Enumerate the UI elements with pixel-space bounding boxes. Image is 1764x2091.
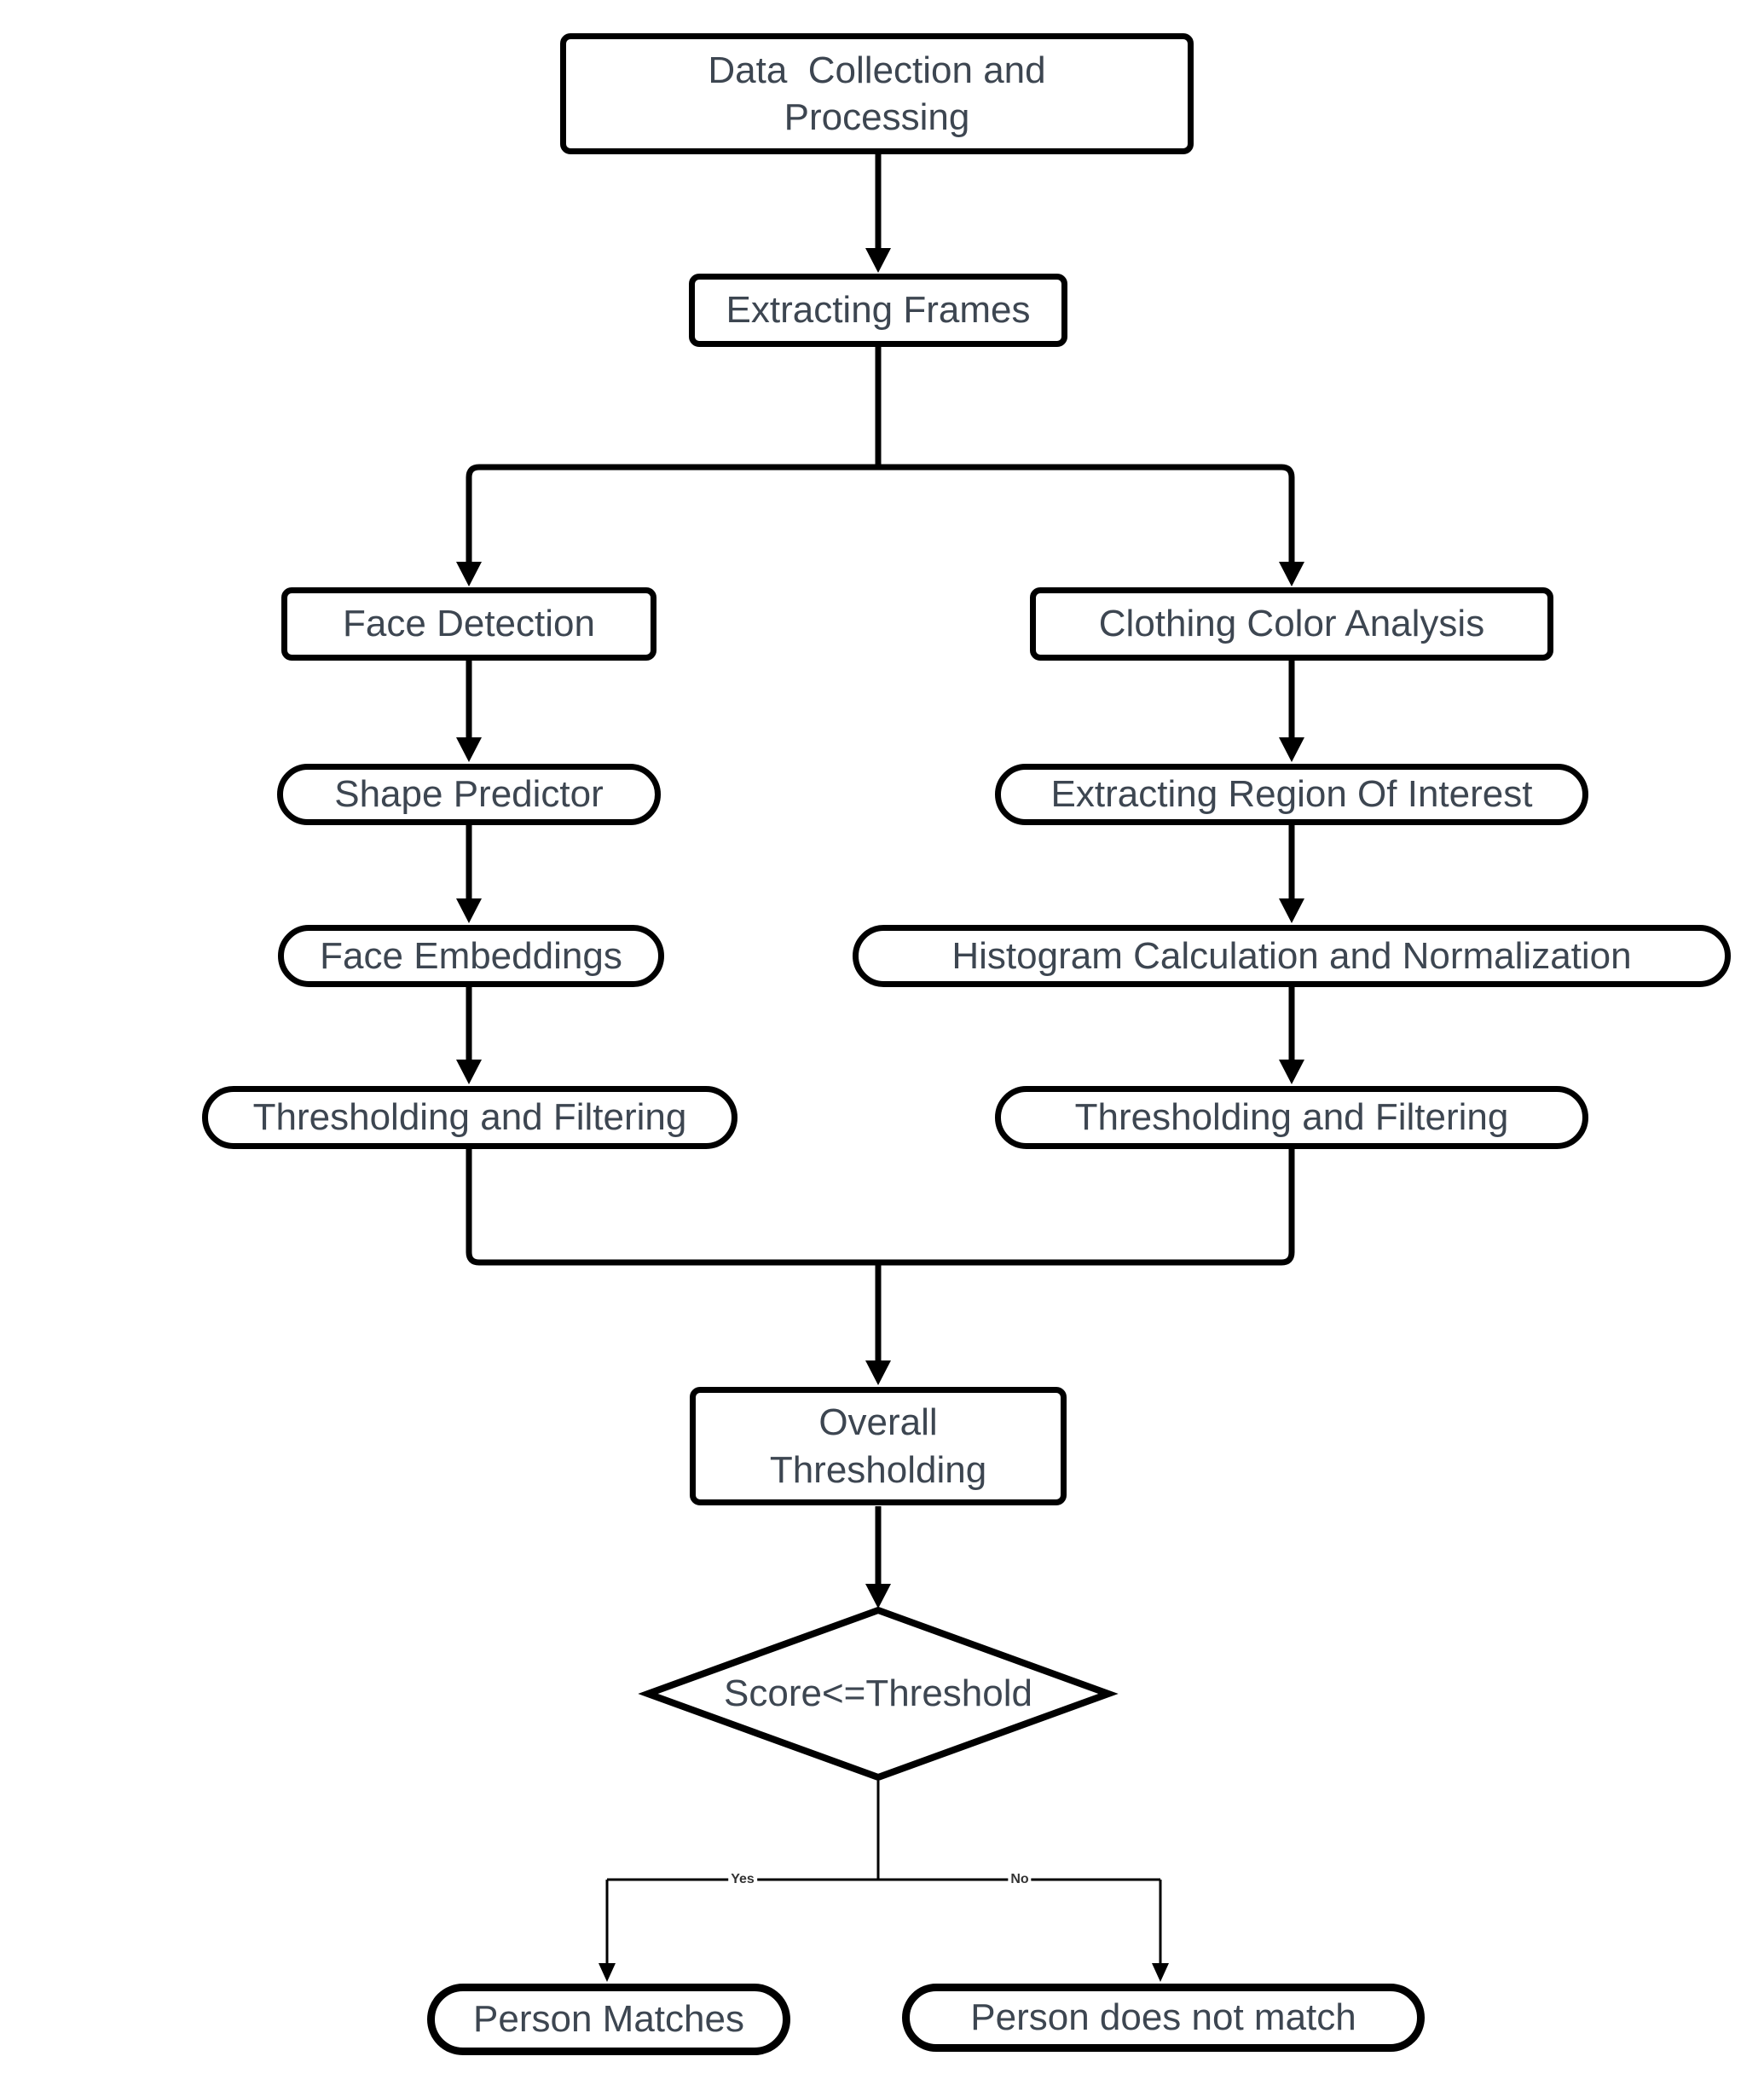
node-histogram-calculation: Histogram Calculation and Normalization [853,925,1731,987]
node-extracting-region-of-interest: Extracting Region Of Interest [995,764,1588,825]
node-person-does-not-match: Person does not match [902,1984,1425,2052]
arrowhead-small [1152,1963,1169,1982]
arrowhead [1279,562,1304,586]
node-face-detection: Face Detection [281,587,656,661]
arrowhead [865,248,891,273]
edge-extractingframes-split [466,347,1295,563]
arrowhead [456,898,482,923]
node-shape-predictor: Shape Predictor [277,764,661,825]
node-thresholding-filtering-right: Thresholding and Filtering [995,1086,1588,1149]
edge-merge-left [466,1149,878,1266]
decision-diamond-shape [638,1606,1119,1782]
arrowhead [456,1060,482,1084]
arrowhead [456,737,482,762]
node-thresholding-filtering-left: Thresholding and Filtering [202,1086,737,1149]
node-overall-thresholding: Overall Thresholding [690,1387,1067,1505]
arrowhead [865,1584,891,1609]
node-data-collection: Data Collection and Processing [560,33,1194,154]
arrowhead [1279,1060,1304,1084]
node-face-embeddings: Face Embeddings [278,925,664,987]
edge-merge-right [878,1149,1295,1266]
arrowhead [865,1360,891,1385]
arrowhead [1279,737,1304,762]
node-extracting-frames: Extracting Frames [689,274,1067,347]
node-clothing-color-analysis: Clothing Color Analysis [1030,587,1553,661]
edge-label-yes: Yes [728,1873,757,1886]
arrowhead [456,562,482,586]
edge-label-no: No [1008,1873,1032,1886]
node-person-matches: Person Matches [427,1984,790,2055]
arrowhead [1279,898,1304,923]
arrowhead-small [599,1963,616,1982]
node-decision-label: Score<=Threshold [724,1672,1032,1714]
